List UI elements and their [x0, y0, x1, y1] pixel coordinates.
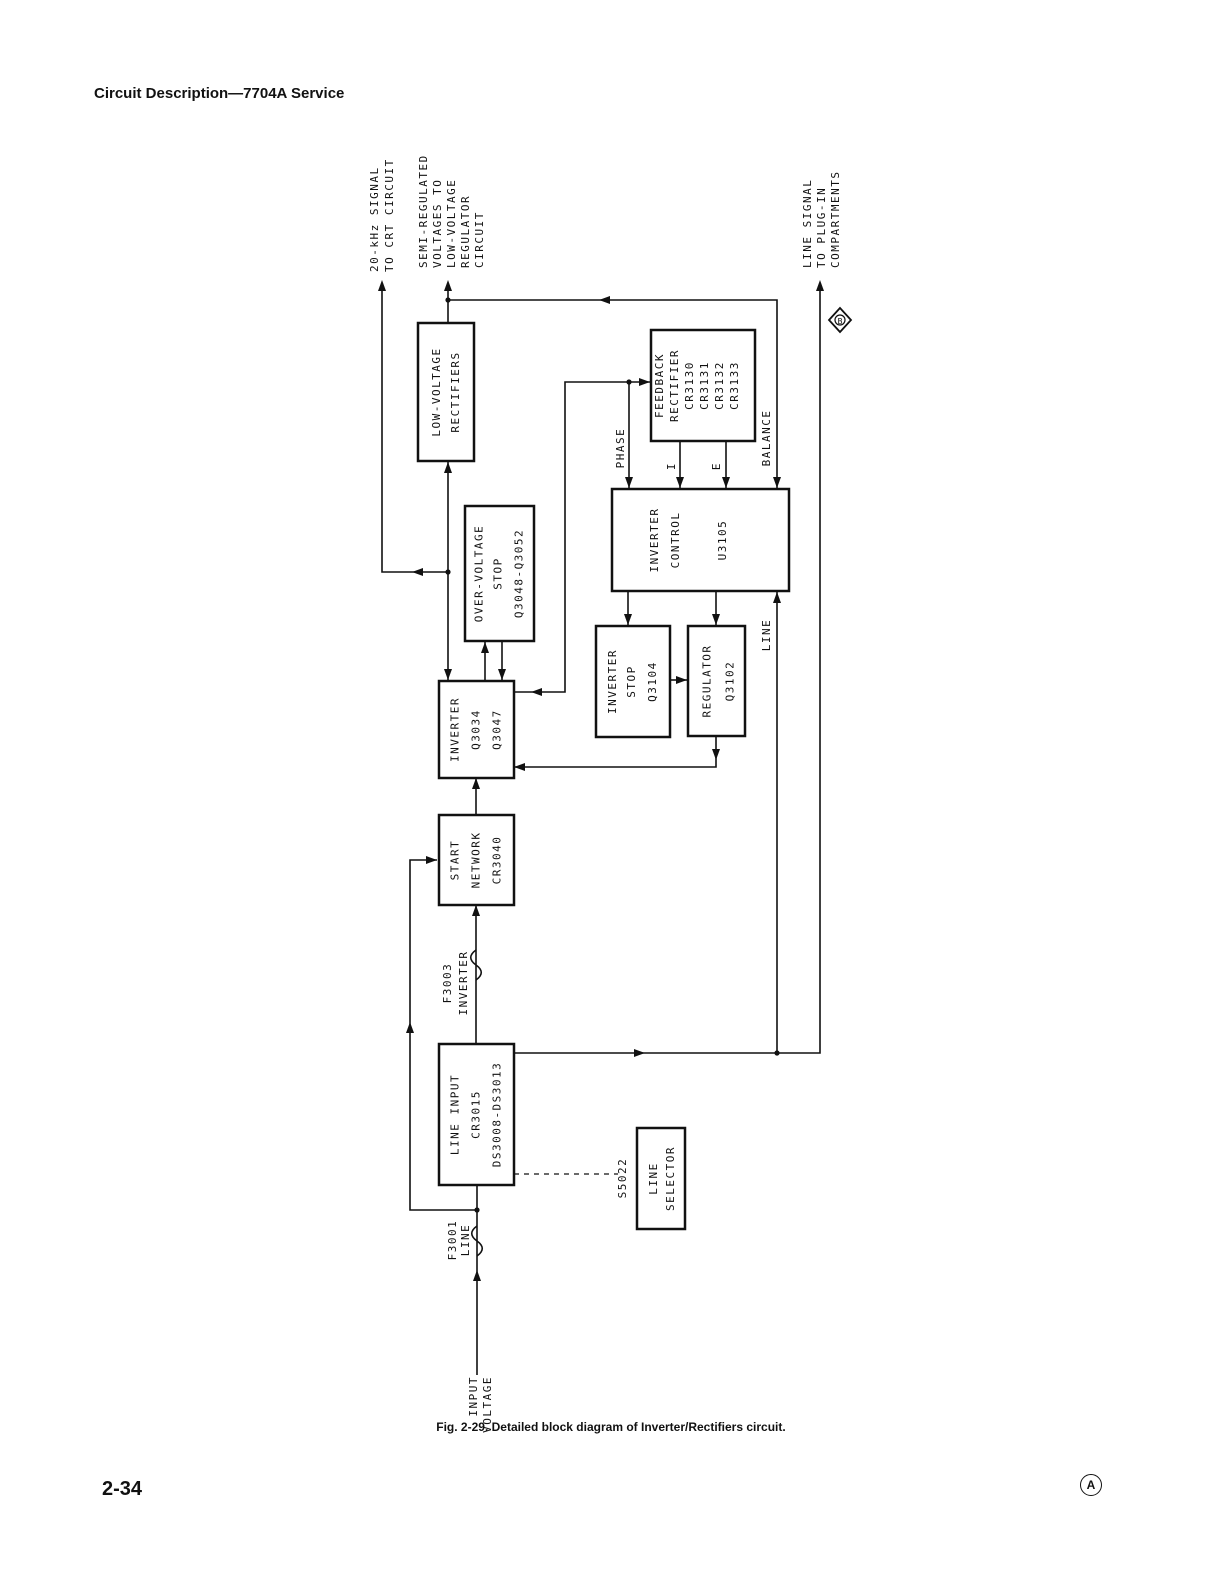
svg-text:REGULATOR: REGULATOR: [459, 195, 472, 268]
label-balance: BALANCE: [760, 410, 773, 467]
svg-text:BALANCE: BALANCE: [760, 410, 773, 467]
block-regulator: REGULATOR Q3102: [686, 624, 747, 738]
svg-text:TO PLUG-IN: TO PLUG-IN: [815, 187, 828, 268]
label-e: E: [710, 462, 723, 470]
svg-text:VOLTAGES TO: VOLTAGES TO: [431, 179, 444, 268]
line-selector-label-1: LINE: [647, 1162, 660, 1195]
svg-text:F3001: F3001: [446, 1220, 459, 1261]
feedback-part-4: CR3133: [728, 361, 741, 410]
ovs-label-2: STOP: [492, 557, 505, 590]
line-input-label: LINE INPUT: [449, 1074, 462, 1155]
block-inverter-stop: INVERTER STOP Q3104: [594, 624, 672, 739]
regulator-part: Q3102: [724, 661, 737, 702]
page-number: 2-34: [102, 1478, 143, 1500]
label-output-semi-regulated: SEMI-REGULATED VOLTAGES TO LOW-VOLTAGE R…: [417, 154, 486, 268]
wires: [381, 285, 821, 1375]
label-line: LINE: [760, 619, 773, 652]
inverter-stop-label-2: STOP: [625, 665, 638, 698]
start-network-label-1: START: [449, 840, 462, 881]
line-selector-label-2: SELECTOR: [664, 1146, 677, 1211]
svg-text:TO CRT CIRCUIT: TO CRT CIRCUIT: [383, 158, 396, 272]
svg-text:LINE: LINE: [459, 1224, 472, 1257]
svg-text:F3003: F3003: [441, 963, 454, 1004]
svg-text:PHASE: PHASE: [614, 428, 627, 469]
svg-text:I: I: [665, 462, 678, 470]
label-fuse-line: F3001 LINE: [446, 1220, 472, 1261]
svg-text:LINE: LINE: [760, 619, 773, 652]
regulator-label: REGULATOR: [701, 644, 714, 717]
svg-text:VOLTAGE: VOLTAGE: [481, 1376, 494, 1433]
svg-text:E: E: [710, 462, 723, 470]
start-network-label-2: NETWORK: [470, 832, 483, 889]
svg-text:S5022: S5022: [616, 1158, 629, 1199]
revision-mark: A: [1080, 1474, 1102, 1496]
label-fuse-inverter: F3003 INVERTER: [441, 951, 470, 1016]
block-line-input: LINE INPUT CR3015 DS3008-DS3013: [437, 1042, 516, 1187]
lvr-label-1: LOW-VOLTAGE: [430, 347, 443, 436]
svg-text:CIRCUIT: CIRCUIT: [473, 211, 486, 268]
feedback-label-2: RECTIFIER: [668, 349, 681, 422]
arrowheads: [378, 280, 824, 1281]
start-network-part: CR3040: [491, 836, 504, 885]
line-input-part-2: DS3008-DS3013: [491, 1062, 504, 1168]
inverter-stop-label-1: INVERTER: [606, 649, 619, 714]
line-input-part-1: CR3015: [470, 1090, 483, 1139]
label-input-voltage: INPUT VOLTAGE: [467, 1376, 494, 1433]
inverter-part-2: Q3047: [491, 709, 504, 750]
block-inverter-control: INVERTER CONTROL U3105: [610, 487, 791, 593]
feedback-part-2: CR3131: [698, 361, 711, 410]
ovs-part: Q3048-Q3052: [513, 529, 526, 618]
svg-text:INVERTER: INVERTER: [457, 951, 470, 1016]
block-low-voltage-rectifiers: LOW-VOLTAGE RECTIFIERS: [416, 321, 476, 463]
feedback-part-1: CR3130: [683, 361, 696, 410]
svg-text:LINE SIGNAL: LINE SIGNAL: [801, 179, 814, 268]
block-line-selector: LINE SELECTOR: [635, 1126, 687, 1231]
label-switch: S5022: [616, 1158, 629, 1199]
inverter-stop-part: Q3104: [646, 661, 659, 702]
block-over-voltage-stop: OVER-VOLTAGE STOP Q3048-Q3052: [463, 504, 536, 643]
inverter-control-label-2: CONTROL: [669, 512, 682, 569]
reference-mark: B: [827, 306, 853, 334]
block-inverter: INVERTER Q3034 Q3047: [437, 679, 516, 780]
svg-text:B: B: [838, 317, 843, 326]
figure-caption: Fig. 2-29. Detailed block diagram of Inv…: [436, 1420, 786, 1434]
feedback-part-3: CR3132: [713, 361, 726, 410]
svg-text:COMPARTMENTS: COMPARTMENTS: [829, 171, 842, 268]
svg-text:SEMI-REGULATED: SEMI-REGULATED: [417, 154, 430, 268]
inverter-control-part: U3105: [716, 520, 729, 561]
label-phase: PHASE: [614, 428, 627, 469]
block-feedback-rectifier: FEEDBACK RECTIFIER CR3130 CR3131 CR3132 …: [649, 328, 757, 443]
feedback-label-1: FEEDBACK: [653, 353, 666, 418]
inverter-control-label-1: INVERTER: [648, 508, 661, 573]
svg-text:20-kHz SIGNAL: 20-kHz SIGNAL: [368, 166, 381, 272]
svg-text:LOW-VOLTAGE: LOW-VOLTAGE: [445, 179, 458, 268]
block-start-network: START NETWORK CR3040: [437, 813, 516, 907]
inverter-part-1: Q3034: [470, 709, 483, 750]
label-output-line-signal: LINE SIGNAL TO PLUG-IN COMPARTMENTS: [801, 171, 842, 268]
label-output-crt: 20-kHz SIGNAL TO CRT CIRCUIT: [368, 158, 396, 272]
lvr-label-2: RECTIFIERS: [449, 351, 462, 432]
svg-text:INPUT: INPUT: [467, 1376, 480, 1417]
label-i: I: [665, 462, 678, 470]
junctions: [445, 297, 780, 1213]
inverter-label: INVERTER: [449, 697, 462, 762]
ovs-label-1: OVER-VOLTAGE: [473, 525, 486, 622]
page-header: Circuit Description—7704A Service: [94, 85, 345, 102]
